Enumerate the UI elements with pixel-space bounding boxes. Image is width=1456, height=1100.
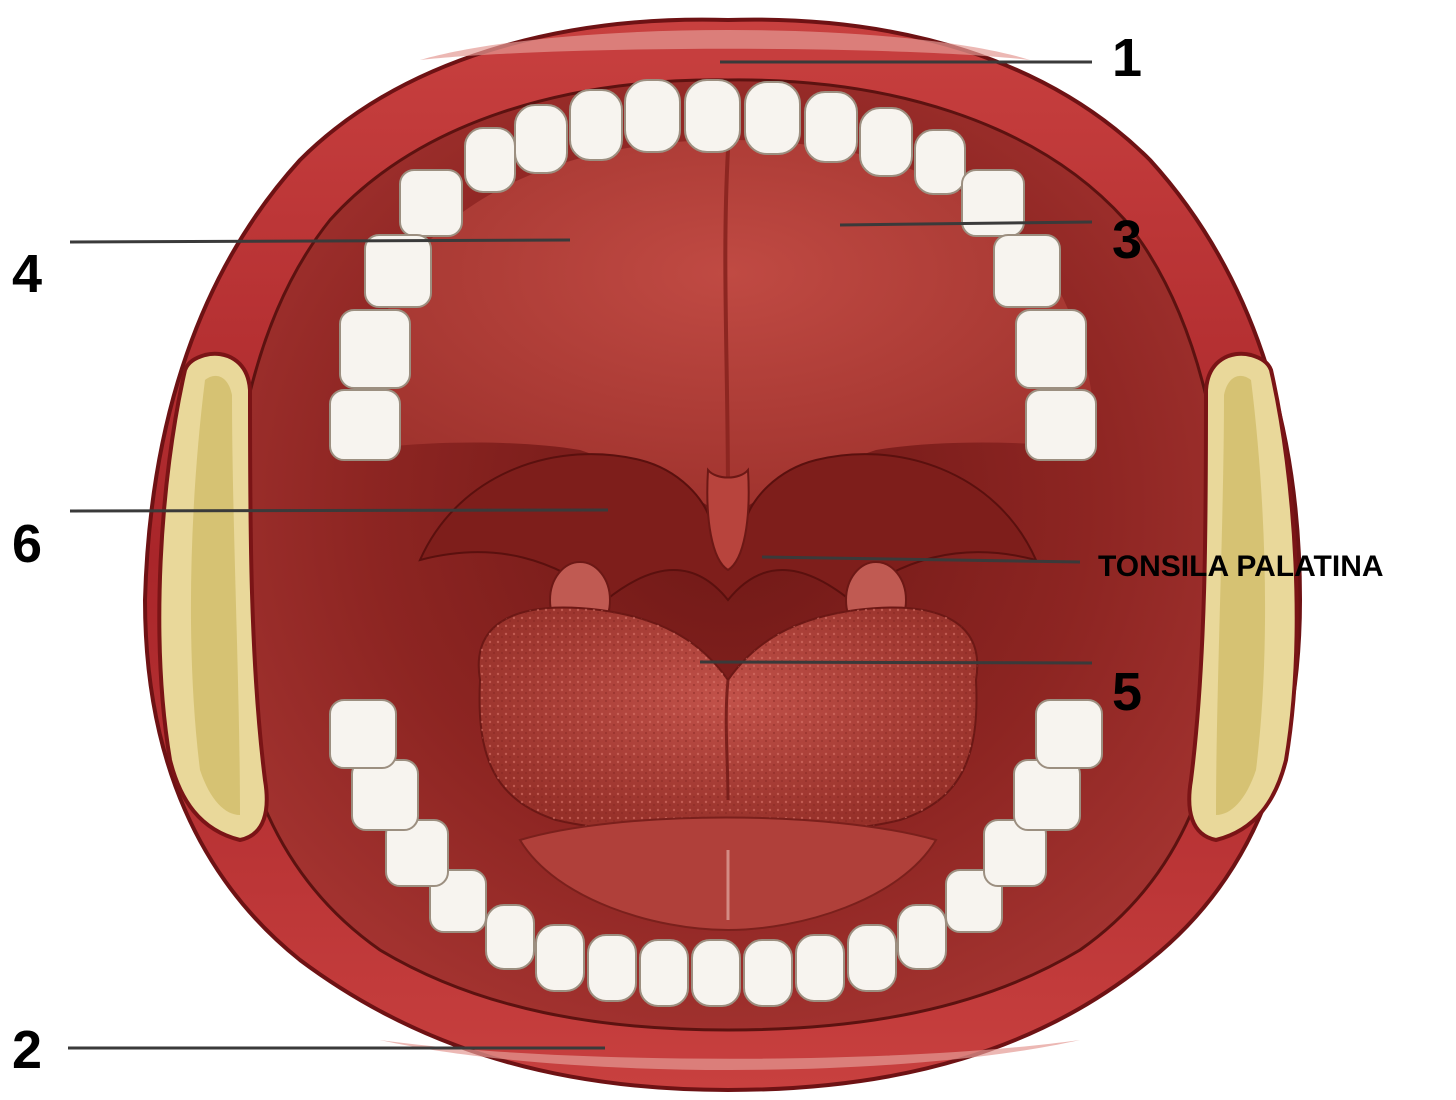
upper-tooth: [515, 105, 567, 173]
lower-tooth: [692, 940, 740, 1006]
upper-molar: [365, 235, 431, 307]
upper-molar: [330, 390, 400, 460]
label-5: 5: [1112, 662, 1142, 722]
lower-tooth: [898, 905, 946, 969]
upper-tooth: [625, 80, 680, 152]
label-4: 4: [12, 244, 42, 304]
cheek-right-section: [1189, 354, 1296, 840]
lower-tooth: [486, 905, 534, 969]
lower-molar: [330, 700, 396, 768]
cheek-left-section: [159, 354, 266, 840]
lower-molar: [1036, 700, 1102, 768]
label-2: 2: [12, 1020, 42, 1080]
label-6: 6: [12, 514, 42, 574]
upper-tooth: [685, 80, 740, 152]
upper-tooth: [465, 128, 515, 192]
label-1: 1: [1112, 28, 1142, 88]
label-tonsila-palatina: TONSILA PALATINA: [1098, 550, 1384, 583]
upper-molar: [994, 235, 1060, 307]
lower-tooth: [796, 935, 844, 1001]
upper-molar: [1026, 390, 1096, 460]
upper-tooth: [570, 90, 622, 160]
palatine-raphe: [725, 150, 728, 500]
upper-tooth: [805, 92, 857, 162]
lower-tooth: [536, 925, 584, 991]
lower-tooth: [588, 935, 636, 1001]
leader-line-4: [70, 240, 570, 242]
tongue-midline: [726, 680, 728, 800]
upper-molar: [1016, 310, 1086, 388]
lower-tooth: [640, 940, 688, 1006]
upper-tooth: [745, 82, 800, 154]
upper-molar: [400, 170, 462, 236]
upper-molar: [340, 310, 410, 388]
upper-molar: [962, 170, 1024, 236]
lower-molar: [1014, 760, 1080, 830]
upper-tooth: [860, 108, 912, 176]
upper-tooth: [915, 130, 965, 194]
leader-line-6: [70, 510, 608, 511]
lower-molar: [352, 760, 418, 830]
lower-tooth: [848, 925, 896, 991]
leader-line-5: [700, 662, 1092, 663]
label-3: 3: [1112, 210, 1142, 270]
lower-tooth: [744, 940, 792, 1006]
